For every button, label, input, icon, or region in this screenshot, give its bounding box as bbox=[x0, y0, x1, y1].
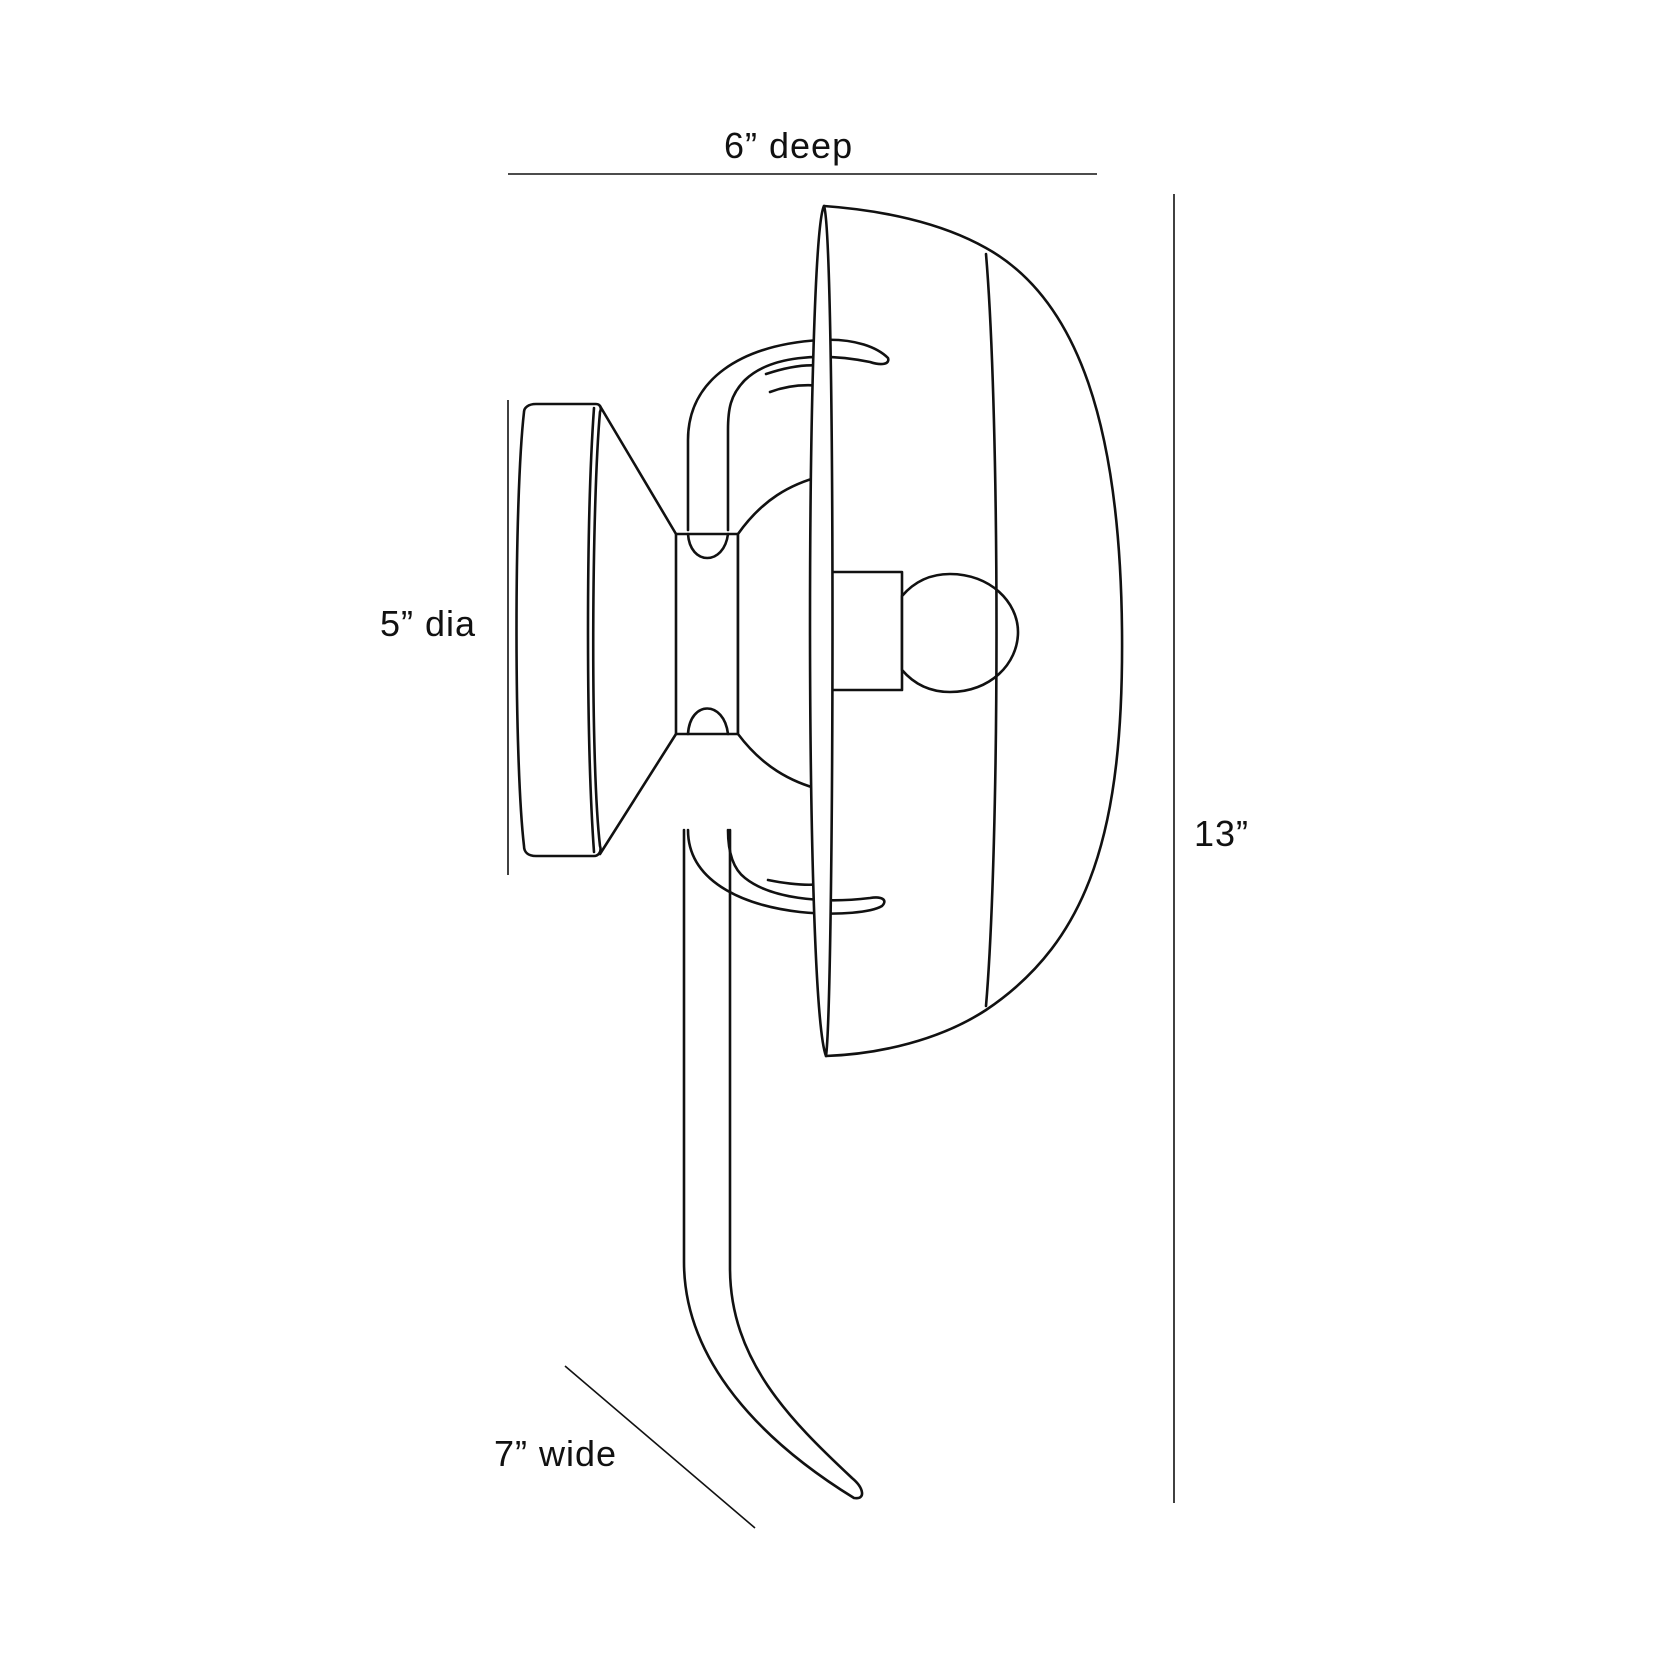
light-bulb bbox=[900, 572, 1020, 694]
hub-notch-upper bbox=[686, 532, 730, 560]
shade-seam bbox=[984, 252, 998, 1008]
bulb-socket bbox=[822, 570, 904, 692]
dimension-lines bbox=[507, 173, 1175, 1529]
width-dimension-line bbox=[564, 1365, 756, 1529]
wall-plate bbox=[515, 402, 603, 858]
lower-tail-arm bbox=[682, 828, 864, 1500]
sconce-line-art bbox=[515, 204, 1124, 1500]
depth-label: 6” deep bbox=[724, 125, 853, 166]
base-label: 5” dia bbox=[380, 603, 476, 644]
lower-arm bbox=[686, 828, 886, 915]
upper-arm bbox=[686, 338, 890, 532]
shade-dome bbox=[822, 204, 1124, 1058]
height-label: 13” bbox=[1194, 813, 1249, 854]
width-label: 7” wide bbox=[494, 1433, 617, 1474]
wall-plate-edge bbox=[586, 406, 596, 854]
shade-rim bbox=[808, 204, 834, 1058]
hub-collar bbox=[674, 532, 740, 736]
dimension-labels: 6” deep 13” 5” dia 7” wide bbox=[380, 125, 1249, 1474]
hub-notch-lower bbox=[686, 707, 730, 736]
plate-cone bbox=[598, 404, 678, 856]
